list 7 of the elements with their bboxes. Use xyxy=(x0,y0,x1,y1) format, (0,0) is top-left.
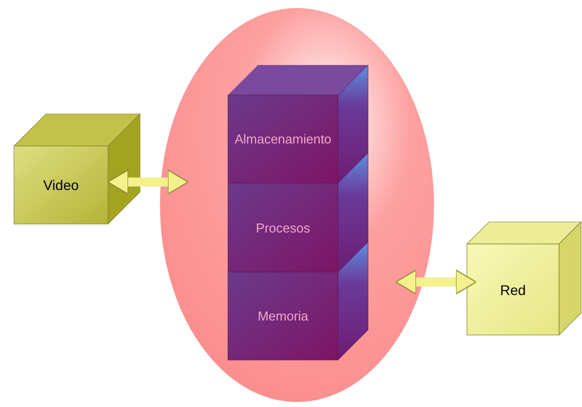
node-label: Procesos xyxy=(256,220,310,235)
node-label: Red xyxy=(500,282,526,298)
double-arrow xyxy=(108,170,188,194)
node-label: Video xyxy=(43,177,79,193)
node-label: Almacenamiento xyxy=(234,132,332,146)
node-label: Memoria xyxy=(258,308,308,324)
double-arrow xyxy=(396,270,476,294)
